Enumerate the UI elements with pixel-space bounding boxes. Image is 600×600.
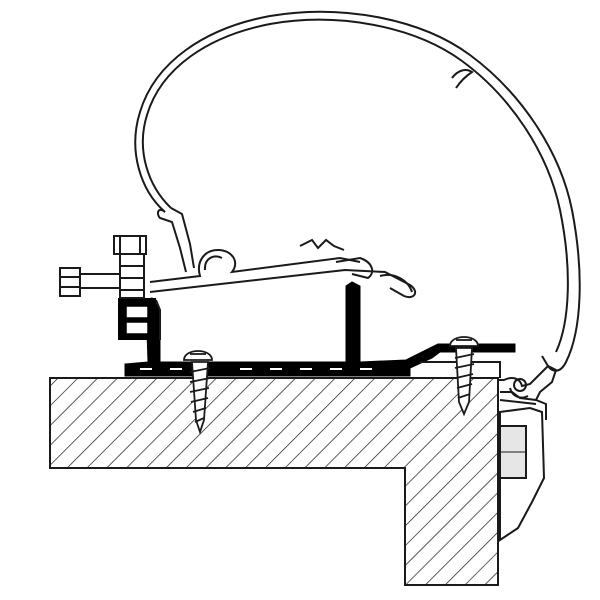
- light-housing: [499, 406, 546, 542]
- awning-cassette-housing: [134, 10, 581, 372]
- adjusting-bolt: [59, 235, 147, 299]
- mounting-adapter-rail: [149, 238, 417, 298]
- bracket-clamp: [118, 298, 161, 340]
- wood-screw-left: [183, 350, 213, 435]
- roof-rail-profile: [498, 364, 558, 420]
- vehicle-wall-section: [49, 377, 499, 586]
- wood-screw-right: [449, 336, 479, 417]
